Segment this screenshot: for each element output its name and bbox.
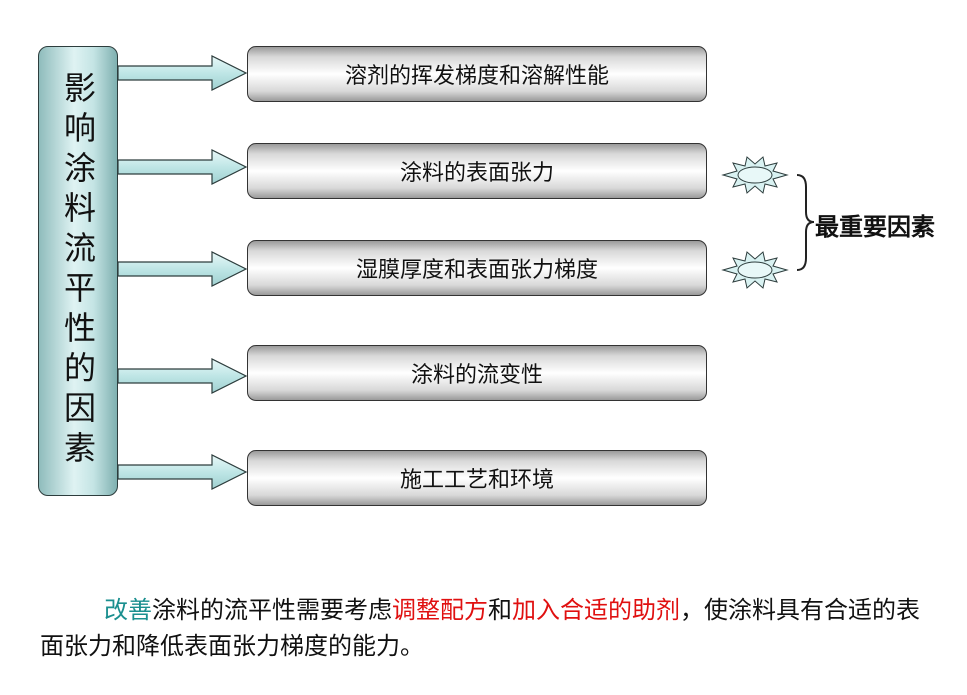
factor-box-5: 施工工艺和环境 — [247, 450, 707, 506]
factor-label: 湿膜厚度和表面张力梯度 — [355, 258, 598, 283]
factor-box-4: 涂料的流变性 — [247, 345, 707, 401]
note-text: ，使涂料具有合适的表面张力和降低表面张力梯度的能力。 — [40, 596, 920, 660]
factors-category-box: 影响涂料流平性的因素 — [38, 46, 118, 496]
note-text: 和 — [488, 596, 512, 624]
category-label: 影响涂料流平性的因素 — [59, 71, 97, 471]
note-text: 涂料的流平性需要考虑 — [152, 596, 392, 624]
sun-star-icon — [721, 156, 789, 194]
highlight-improve: 改善 — [104, 596, 152, 624]
arrow-2 — [117, 149, 248, 185]
factor-box-1: 溶剂的挥发梯度和溶解性能 — [247, 46, 707, 102]
right-brace — [796, 174, 815, 271]
factor-box-3: 湿膜厚度和表面张力梯度 — [247, 240, 707, 296]
factor-box-2: 涂料的表面张力 — [247, 143, 707, 199]
factor-label: 涂料的流变性 — [410, 363, 543, 388]
factor-label: 溶剂的挥发梯度和溶解性能 — [344, 64, 609, 89]
factor-label: 施工工艺和环境 — [399, 468, 554, 493]
highlight-adjust-formula: 调整配方 — [392, 596, 488, 624]
arrow-3 — [117, 251, 248, 287]
most-important-label: 最重要因素 — [815, 212, 935, 241]
arrow-4 — [117, 358, 248, 394]
factor-label: 涂料的表面张力 — [399, 161, 554, 186]
highlight-additives: 加入合适的助剂 — [512, 596, 680, 624]
arrow-1 — [117, 55, 248, 91]
sun-star-icon — [721, 251, 789, 289]
arrow-5 — [117, 454, 248, 490]
summary-paragraph: 改善涂料的流平性需要考虑调整配方和加入合适的助剂，使涂料具有合适的表面张力和降低… — [40, 592, 920, 664]
